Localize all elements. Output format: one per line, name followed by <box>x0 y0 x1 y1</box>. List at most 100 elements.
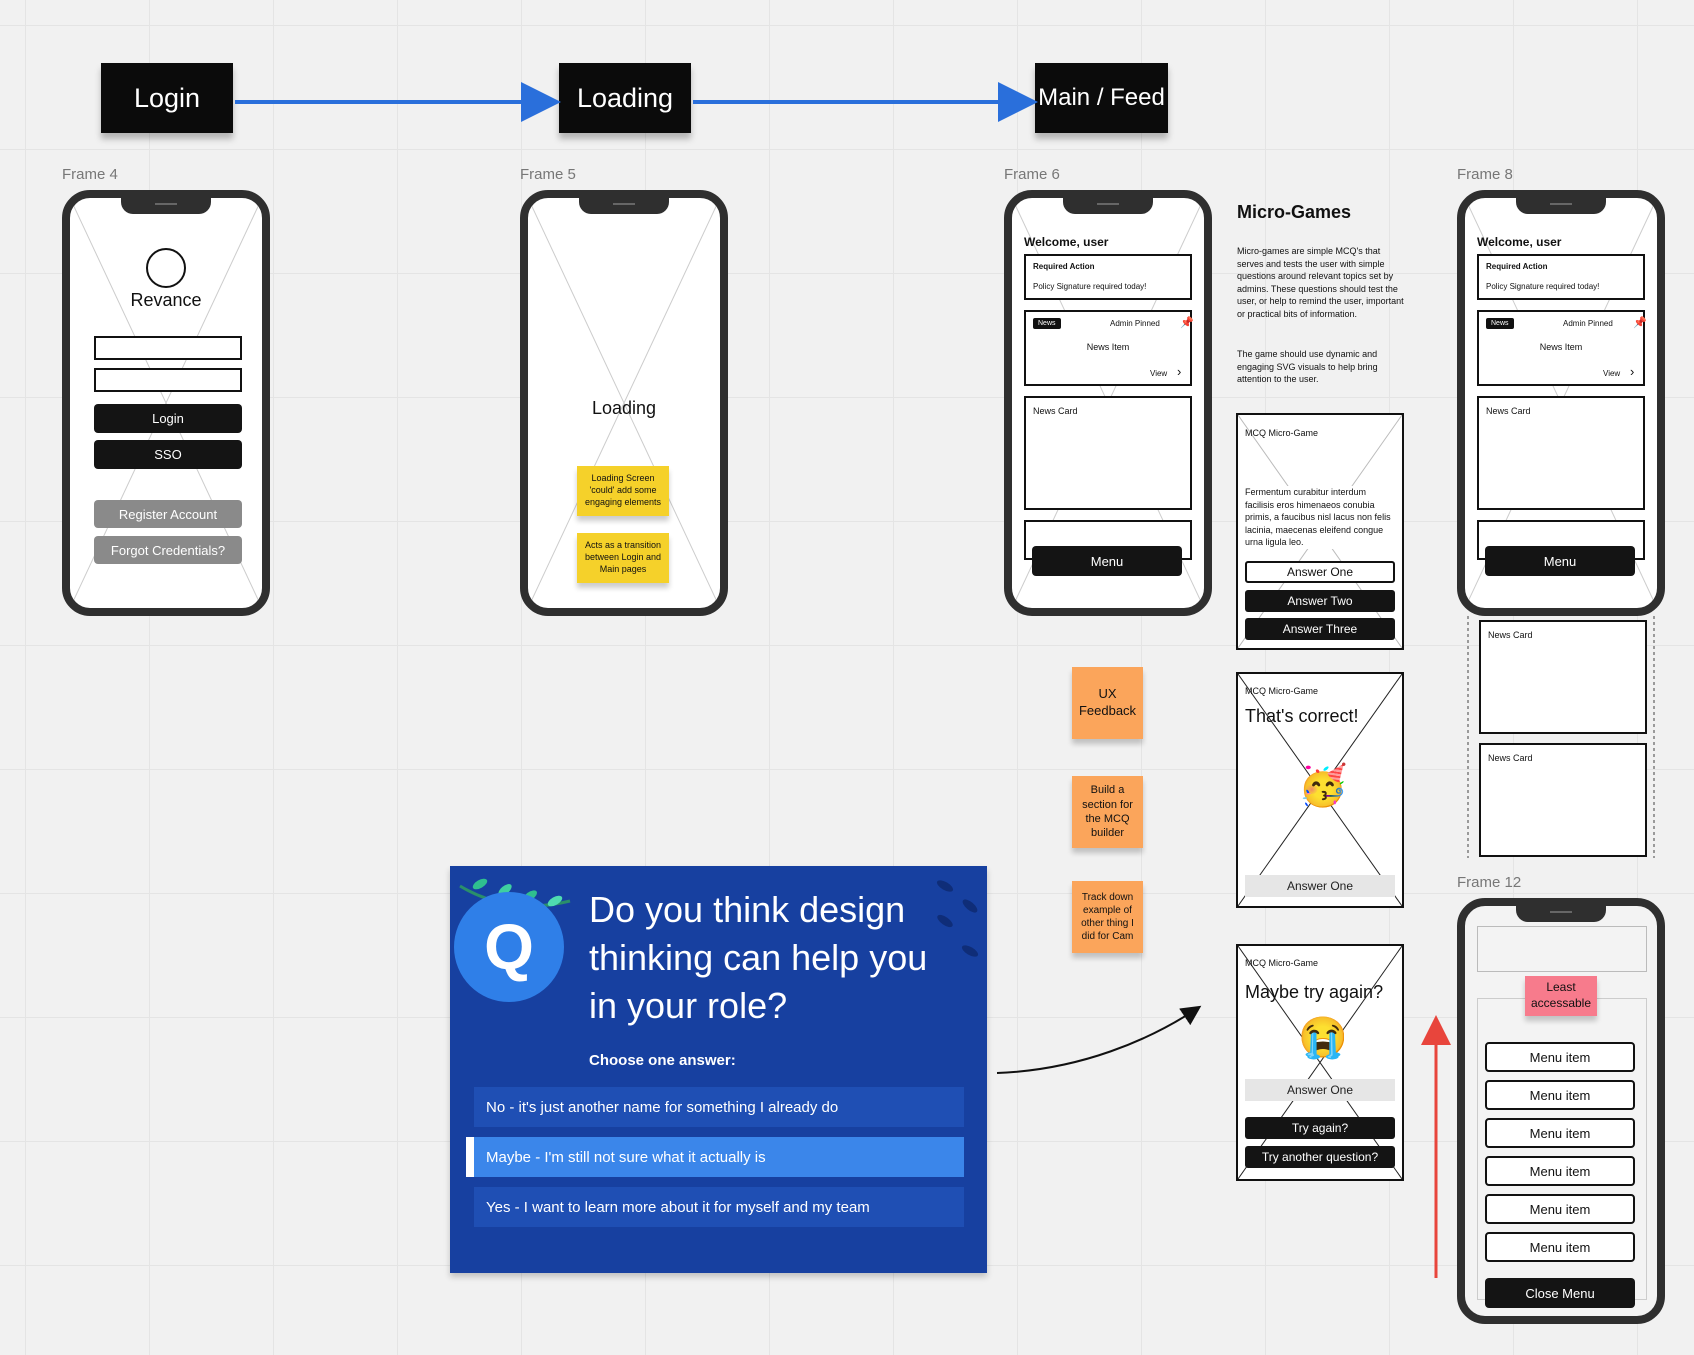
mcq-correct-card: MCQ Micro-Game That's correct! 🥳 Answer … <box>1236 672 1404 908</box>
quiz-prompt: Choose one answer: <box>589 1052 736 1069</box>
micro-games-title: Micro-Games <box>1237 202 1352 222</box>
feed-phone-2: Welcome, user Required Action Policy Sig… <box>1457 190 1665 616</box>
mcq-title: MCQ Micro-Game <box>1245 686 1319 696</box>
placeholder-cross <box>528 198 720 608</box>
pinned-news-card[interactable]: News Admin Pinned 📌 News Item View › <box>1477 310 1647 386</box>
view-link[interactable]: View <box>1603 369 1621 378</box>
mcq-retry-card: MCQ Micro-Game Maybe try again? 😭 Answer… <box>1236 944 1404 1181</box>
username-field[interactable] <box>94 336 242 360</box>
try-another-button[interactable]: Try another question? <box>1245 1146 1395 1168</box>
sticky-least-accessible: Least accessable <box>1525 976 1597 1016</box>
news-card[interactable]: News Card <box>1479 620 1647 734</box>
answer-three-button[interactable]: Answer Three <box>1245 618 1395 640</box>
frame-label-5: Frame 5 <box>520 166 576 183</box>
retry-message: Maybe try again? <box>1245 982 1384 1002</box>
party-face-icon: 🥳 <box>1298 764 1348 808</box>
quiz-panel: Q Do you think design thinking can help … <box>450 866 987 1273</box>
placeholder-cross <box>1238 946 1402 1179</box>
chevron-right-icon: › <box>1630 364 1635 379</box>
pin-icon: 📌 <box>1633 317 1647 329</box>
policy-text: Policy Signature required today! <box>1033 282 1147 291</box>
phone-notch <box>579 198 669 214</box>
chevron-right-icon: › <box>1177 364 1182 379</box>
flow-loading-box: Loading <box>559 63 691 133</box>
news-item-title: News Item <box>1086 342 1130 352</box>
menu-item[interactable]: Menu item <box>1485 1232 1635 1262</box>
correct-message: That's correct! <box>1245 706 1359 726</box>
sso-button[interactable]: SSO <box>94 440 242 469</box>
flow-login-label: Login <box>133 82 201 113</box>
phone-notch <box>121 198 211 214</box>
sticky-mcq-builder: Build a section for the MCQ builder <box>1072 776 1143 848</box>
mcq-question-text: Fermentum curabitur interdum facilisis e… <box>1245 486 1395 549</box>
required-action-card[interactable]: Required Action Policy Signature require… <box>1477 254 1645 300</box>
menu-phone: Least accessable Menu item Menu item Men… <box>1457 898 1665 1324</box>
admin-pinned-label: Admin Pinned <box>1110 319 1160 328</box>
password-field[interactable] <box>94 368 242 392</box>
news-card[interactable]: News Card <box>1477 396 1645 510</box>
register-button[interactable]: Register Account <box>94 500 242 528</box>
news-tag: News <box>1486 318 1514 329</box>
sticky-ux-feedback: UX Feedback <box>1072 667 1143 739</box>
answer-one-button[interactable]: Answer One <box>1245 561 1395 583</box>
view-link[interactable]: View <box>1150 369 1168 378</box>
policy-text: Policy Signature required today! <box>1486 282 1600 291</box>
try-again-button[interactable]: Try again? <box>1245 1117 1395 1139</box>
answer-two-button[interactable]: Answer Two <box>1245 590 1395 612</box>
news-card-label: News Card <box>1488 753 1533 763</box>
flow-loading-label: Loading <box>576 82 674 113</box>
menu-item[interactable]: Menu item <box>1485 1156 1635 1186</box>
menu-button[interactable]: Menu <box>1032 546 1182 576</box>
quiz-option-no[interactable]: No - it's just another name for somethin… <box>474 1087 964 1127</box>
frame-label-12: Frame 12 <box>1457 874 1522 891</box>
loading-text: Loading <box>591 398 657 418</box>
required-action-title: Required Action <box>1486 262 1548 271</box>
news-card-label: News Card <box>1033 406 1078 416</box>
news-card-label: News Card <box>1488 630 1533 640</box>
pin-icon: 📌 <box>1180 317 1194 329</box>
news-card[interactable]: News Card <box>1024 396 1192 510</box>
forgot-credentials-button[interactable]: Forgot Credentials? <box>94 536 242 564</box>
login-phone: Revance Login SSO Register Account Forgo… <box>62 190 270 616</box>
quiz-option-maybe[interactable]: Maybe - I'm still not sure what it actua… <box>466 1137 964 1177</box>
frame-label-6: Frame 6 <box>1004 166 1060 183</box>
news-item-title: News Item <box>1539 342 1583 352</box>
logo-circle <box>146 248 186 288</box>
menu-header-placeholder <box>1477 926 1647 972</box>
micro-games-desc: Micro-games are simple MCQ's that serves… <box>1237 246 1404 319</box>
app-name: Revance <box>130 290 202 310</box>
menu-button[interactable]: Menu <box>1485 546 1635 576</box>
loading-phone: Loading Loading Screen 'could' add some … <box>520 190 728 616</box>
login-button[interactable]: Login <box>94 404 242 433</box>
welcome-text: Welcome, user <box>1024 235 1109 249</box>
crying-face-icon: 😭 <box>1298 1016 1348 1060</box>
quiz-option-yes[interactable]: Yes - I want to learn more about it for … <box>474 1187 964 1227</box>
news-card-label: News Card <box>1486 406 1531 416</box>
menu-item[interactable]: Menu item <box>1485 1080 1635 1110</box>
news-card[interactable]: News Card <box>1479 743 1647 857</box>
mcq-question-card: MCQ Micro-Game Fermentum curabitur inter… <box>1236 413 1404 650</box>
menu-item[interactable]: Menu item <box>1485 1118 1635 1148</box>
required-action-card[interactable]: Required Action Policy Signature require… <box>1024 254 1192 300</box>
close-menu-button[interactable]: Close Menu <box>1485 1278 1635 1308</box>
menu-item[interactable]: Menu item <box>1485 1194 1635 1224</box>
sticky-note: Loading Screen 'could' add some engaging… <box>577 466 669 516</box>
flow-main-label: Main / Feed <box>1038 84 1165 111</box>
mcq-title: MCQ Micro-Game <box>1245 428 1319 438</box>
required-action-title: Required Action <box>1033 262 1095 271</box>
answer-one-button[interactable]: Answer One <box>1245 1079 1395 1101</box>
admin-pinned-label: Admin Pinned <box>1563 319 1613 328</box>
phone-notch <box>1516 906 1606 922</box>
placeholder-cross <box>1238 674 1402 906</box>
micro-games-desc-2: The game should use dynamic and engaging… <box>1237 349 1378 385</box>
sticky-track-down: Track down example of other thing I did … <box>1072 881 1143 953</box>
phone-notch <box>1063 198 1153 214</box>
answer-one-button[interactable]: Answer One <box>1245 875 1395 897</box>
frame-label-4: Frame 4 <box>62 166 118 183</box>
quiz-badge: Q <box>454 892 564 1002</box>
pinned-news-card[interactable]: News Admin Pinned 📌 News Item View › <box>1024 310 1194 386</box>
quiz-question: Do you think design thinking can help yo… <box>589 889 928 1026</box>
sticky-note: Acts as a transition between Login and M… <box>577 533 669 583</box>
menu-item[interactable]: Menu item <box>1485 1042 1635 1072</box>
